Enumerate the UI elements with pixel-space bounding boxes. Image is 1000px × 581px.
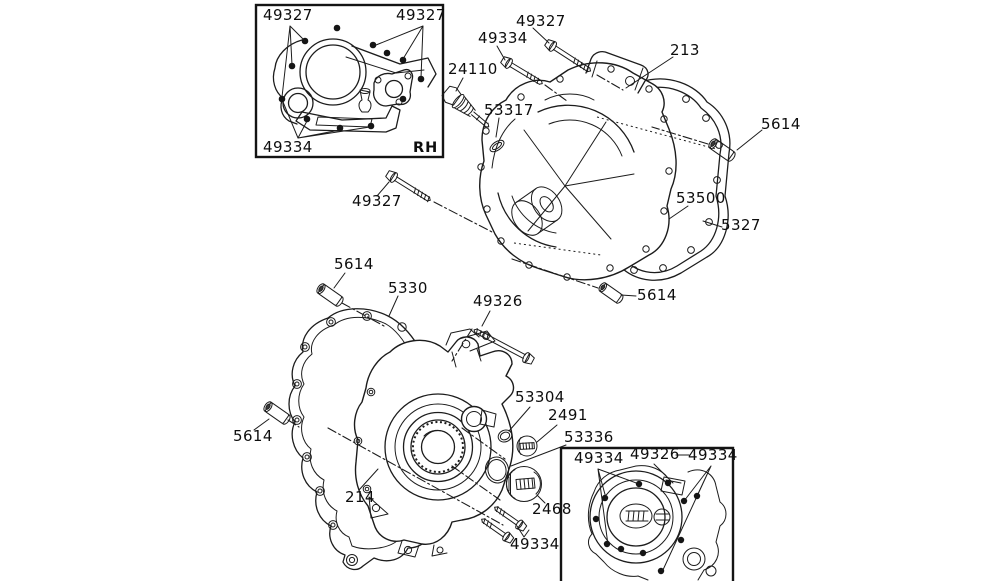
inset-tl-bolt-dots: [278, 24, 425, 132]
label-inset-br-49334-right: 49334: [688, 446, 738, 464]
bolt-49334-bottom-a-drawing: [494, 506, 528, 532]
oring-53336-drawing: [484, 456, 510, 484]
stator-cover-214-assembly: [253, 272, 567, 571]
bolt-49334-bottom-b-drawing: [481, 518, 515, 544]
label-49334-bottom: 49334: [510, 535, 560, 553]
dowel-5614-right-mid-drawing: [598, 282, 624, 304]
inset-tl-leader-fans: [281, 25, 424, 139]
label-inset-49327-left: 49327: [263, 6, 313, 24]
bolt-49327-top-drawing: [544, 39, 592, 73]
bolt-49334-top-drawing: [500, 56, 543, 85]
gasket-5330-drawing: [288, 308, 443, 571]
inset-br-leader-fans: [597, 463, 712, 573]
crankcase-cover-213-assembly: [376, 27, 763, 304]
label-5327: 5327: [721, 216, 761, 234]
inset-br-bolt-dots: [592, 479, 701, 575]
bottom-assembly-leader-lines: [253, 272, 567, 538]
label-5614-top-right: 5614: [761, 115, 801, 133]
label-5330: 5330: [388, 279, 428, 297]
dowel-5614-bottom-left-drawing: [263, 401, 291, 425]
stator-cover-214-drawing: [353, 328, 515, 558]
label-214: 214: [345, 488, 375, 506]
label-5614-right-mid: 5614: [637, 286, 677, 304]
label-53317: 53317: [484, 101, 534, 119]
label-213: 213: [670, 41, 700, 59]
dipstick-24110-drawing: [441, 85, 490, 128]
label-53500: 53500: [676, 189, 726, 207]
label-53304: 53304: [515, 388, 565, 406]
bolt-49326-drawing: [473, 328, 535, 365]
label-24110: 24110: [448, 60, 498, 78]
label-inset-49334: 49334: [263, 138, 313, 156]
label-inset-49327-right: 49327: [396, 6, 446, 24]
dowel-5614-gasket-top-drawing: [316, 283, 344, 307]
label-inset-br-49326: 49326: [630, 445, 680, 463]
plug-2468-drawing: [505, 466, 542, 502]
crankcase-cover-213-drawing: [477, 51, 717, 281]
label-5614-bottom-left: 5614: [233, 427, 273, 445]
label-2491: 2491: [548, 406, 588, 424]
label-49327-mid: 49327: [352, 192, 402, 210]
label-2468: 2468: [532, 500, 572, 518]
label-53336: 53336: [564, 428, 614, 446]
oring-53304-drawing: [497, 429, 513, 443]
label-rh-tag: RH: [413, 140, 439, 156]
top-assembly-leader-lines: [376, 27, 763, 297]
label-5614-gasket-top: 5614: [334, 255, 374, 273]
label-49334-top: 49334: [478, 29, 528, 47]
bolt-49327-mid-drawing: [385, 170, 431, 203]
inset-rh-gasket: [254, 3, 445, 159]
label-49327-top: 49327: [516, 12, 566, 30]
plug-2491-drawing: [516, 435, 538, 457]
label-inset-br-49334-left: 49334: [574, 449, 624, 467]
inset-lh-cover: [559, 446, 735, 581]
dowel-5614-top-right-drawing: [708, 138, 736, 162]
oring-53317-drawing: [489, 139, 505, 153]
label-49326: 49326: [473, 292, 523, 310]
